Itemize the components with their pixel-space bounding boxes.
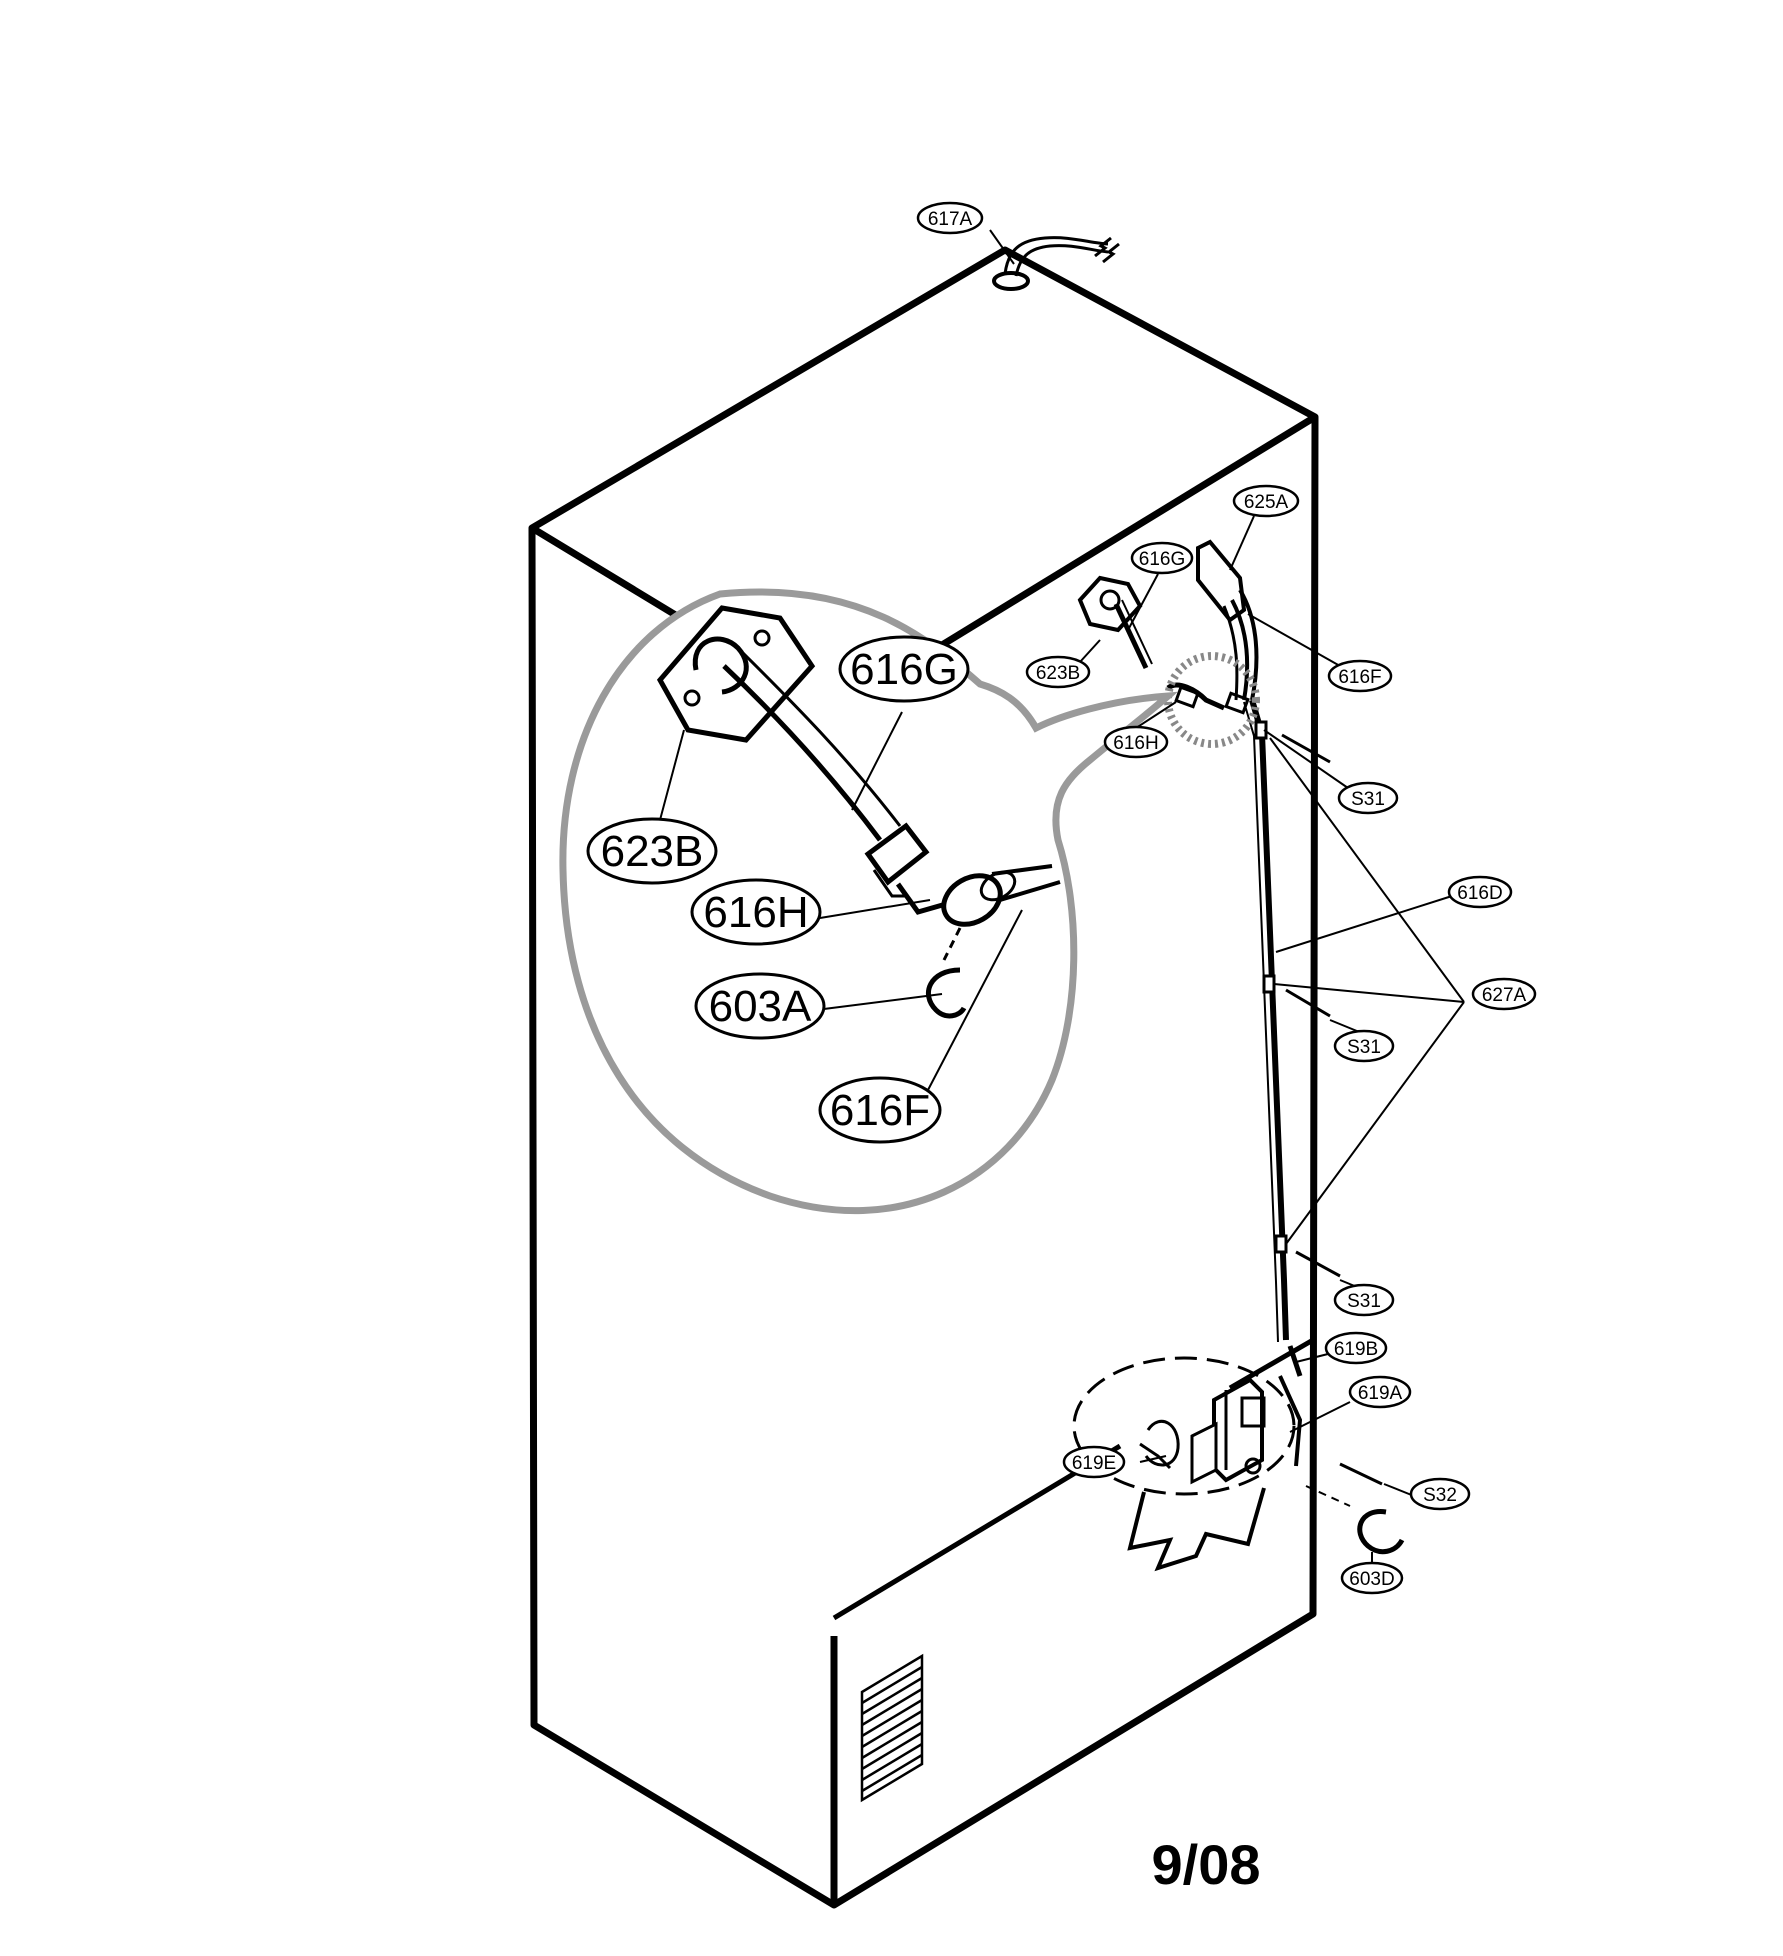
part-label-text: 619E bbox=[1072, 1453, 1116, 1474]
label-616H-big: 616H bbox=[690, 878, 822, 946]
part-label-text: 623B bbox=[601, 827, 704, 876]
label-S31-mid: S31 bbox=[1333, 1029, 1395, 1063]
label-603D: 603D bbox=[1340, 1561, 1404, 1595]
part-label-text: 616G bbox=[1139, 549, 1185, 570]
part-label-text: S31 bbox=[1347, 1291, 1381, 1312]
label-S32: S32 bbox=[1409, 1477, 1471, 1511]
part-label-text: 603D bbox=[1349, 1569, 1394, 1590]
label-603A-big: 603A bbox=[694, 972, 826, 1040]
part-label-text: 603A bbox=[709, 982, 812, 1031]
label-616D: 616D bbox=[1447, 875, 1513, 909]
water-valve-assembly bbox=[1072, 1345, 1405, 1572]
label-623B-big: 623B bbox=[586, 817, 718, 885]
part-label-text: 616D bbox=[1457, 883, 1502, 904]
part-label-text: 625A bbox=[1244, 492, 1289, 513]
label-616G-small: 616G bbox=[1130, 541, 1194, 575]
label-619E: 619E bbox=[1062, 1445, 1126, 1479]
part-label-text: 619A bbox=[1358, 1383, 1403, 1404]
label-616G-big: 616G bbox=[838, 635, 970, 703]
label-616H-small: 616H bbox=[1103, 725, 1169, 759]
detail-callout bbox=[559, 588, 1178, 1214]
label-627A: 627A bbox=[1471, 977, 1537, 1011]
label-617A: 617A bbox=[916, 201, 984, 235]
vent-grille bbox=[860, 1653, 924, 1803]
part-label-text: 619B bbox=[1334, 1339, 1378, 1360]
part-label-text: 616F bbox=[830, 1086, 930, 1135]
detail-parts bbox=[656, 605, 1061, 1019]
part-label-text: 623B bbox=[1036, 663, 1080, 684]
label-617A-text: 617A bbox=[928, 209, 973, 230]
part-label-text: 616F bbox=[1338, 667, 1381, 688]
part-label-text: S32 bbox=[1423, 1485, 1457, 1506]
leader-lines bbox=[659, 229, 1465, 1566]
label-S31-low: S31 bbox=[1333, 1283, 1395, 1317]
part-label-text: 616G bbox=[850, 645, 958, 694]
water-line-assembly bbox=[1077, 539, 1341, 1343]
label-616F-small: 616F bbox=[1327, 659, 1393, 693]
power-cord-617A bbox=[992, 236, 1120, 291]
part-label-text: S31 bbox=[1351, 789, 1385, 810]
label-623B-small: 623B bbox=[1025, 655, 1091, 689]
part-label-text: 616H bbox=[703, 888, 808, 937]
label-619B: 619B bbox=[1324, 1331, 1388, 1365]
part-label-text: 627A bbox=[1482, 985, 1527, 1006]
label-625A: 625A bbox=[1232, 484, 1300, 518]
label-619A: 619A bbox=[1348, 1375, 1412, 1409]
part-label-text: S31 bbox=[1347, 1037, 1381, 1058]
date-code: 9/08 bbox=[1152, 1833, 1261, 1896]
label-616F-big: 616F bbox=[818, 1076, 942, 1144]
label-S31-top: S31 bbox=[1337, 781, 1399, 815]
part-label-text: 616H bbox=[1113, 733, 1158, 754]
detail-highlight bbox=[1164, 652, 1260, 748]
